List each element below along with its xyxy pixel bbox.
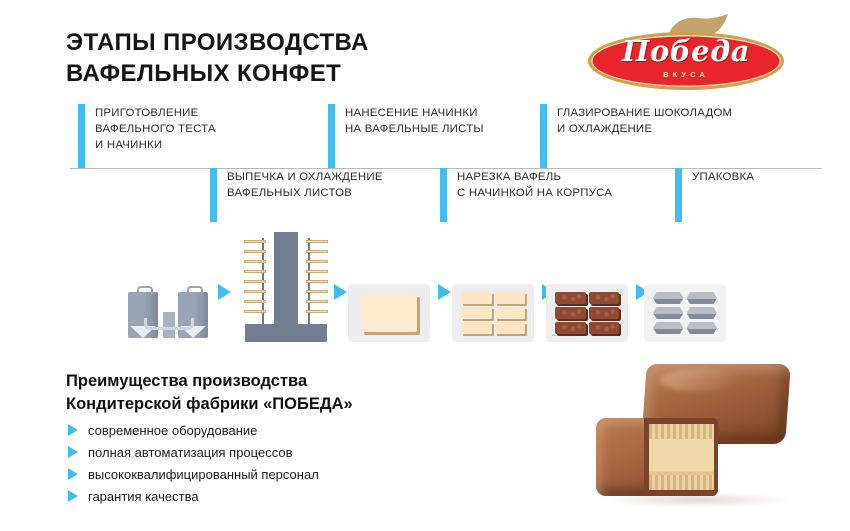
step-label: ВЫПЕЧКА И ОХЛАЖДЕНИЕ ВАФЕЛЬНЫХ ЛИСТОВ: [227, 171, 383, 200]
oven-tray: [244, 300, 266, 303]
timeline-step-filling: НАНЕСЕНИЕ НАЧИНКИ НА ВАФЕЛЬНЫЕ ЛИСТЫ: [328, 104, 558, 168]
wrapped-candy: [686, 292, 717, 304]
oven-tray: [306, 240, 328, 243]
list-item: полная автоматизация процессов: [68, 441, 319, 463]
oven-tray: [244, 260, 266, 263]
wafer-piece: [494, 322, 525, 334]
baking-oven-icon: [240, 230, 332, 342]
cut-wafer-pieces-icon: [452, 284, 534, 342]
list-item: высококвалифицированный персонал: [68, 463, 319, 485]
oven-tray: [244, 310, 266, 313]
benefits-heading: Преимущества производства Кондитерской ф…: [66, 372, 353, 413]
chocolate-candy: [555, 292, 586, 304]
bullet-triangle-icon: [68, 446, 78, 458]
benefits-list: современное оборудование полная автомати…: [68, 419, 319, 507]
benefit-text: гарантия качества: [88, 488, 199, 504]
step-label: ПРИГОТОВЛЕНИЕ ВАФЕЛЬНОГО ТЕСТА И НАЧИНКИ: [95, 107, 216, 152]
timeline-step-preparation: ПРИГОТОВЛЕНИЕ ВАФЕЛЬНОГО ТЕСТА И НАЧИНКИ: [78, 104, 318, 168]
chocolate-candy: [588, 322, 619, 334]
oven-tray: [244, 240, 266, 243]
oven-tray: [244, 280, 266, 283]
chocolate-wafer-candy-photo: [592, 356, 814, 516]
logo-wordmark: Победа: [621, 34, 751, 68]
step-accent-bar: [328, 104, 335, 168]
wafer-sheet-icon: [348, 284, 430, 342]
oven-column: [274, 232, 298, 324]
process-icon-row: [120, 222, 746, 342]
flow-arrow-3-icon: [438, 284, 451, 300]
timeline-step-baking: ВЫПЕЧКА И ОХЛАЖДЕНИЕ ВАФЕЛЬНЫХ ЛИСТОВ: [210, 168, 450, 222]
step-label: НАНЕСЕНИЕ НАЧИНКИ НА ВАФЕЛЬНЫЕ ЛИСТЫ: [345, 107, 484, 136]
tank-right: [178, 286, 208, 338]
list-item: современное оборудование: [68, 419, 319, 441]
wrapped-candy: [686, 307, 717, 319]
benefit-text: высококвалифицированный персонал: [88, 466, 319, 482]
candy-filling-layers: [649, 424, 714, 490]
oven-tray: [306, 280, 328, 283]
mixing-tanks-icon: [128, 280, 208, 342]
chocolate-glazed-candies-icon: [546, 284, 628, 342]
wafer-piece: [461, 307, 492, 319]
cut-candy-bar: [596, 418, 718, 496]
wrapped-candy: [653, 292, 684, 304]
wrapped-candy: [653, 307, 684, 319]
tank-left: [128, 286, 158, 338]
chocolate-candy: [588, 307, 619, 319]
step-accent-bar: [540, 104, 547, 168]
tank-connector: [163, 312, 175, 338]
tank-pipe: [144, 318, 194, 330]
wrapped-candy: [686, 322, 717, 334]
step-label: ГЛАЗИРОВАНИЕ ШОКОЛАДОМ И ОХЛАЖДЕНИЕ: [557, 107, 733, 136]
logo-oval: [588, 32, 784, 90]
wafer-piece: [494, 307, 525, 319]
benefit-text: полная автоматизация процессов: [88, 444, 293, 460]
flow-arrow-2-icon: [334, 284, 347, 300]
wafer-sheet: [361, 294, 417, 332]
oven-tray: [306, 310, 328, 313]
oven-tray: [306, 250, 328, 253]
oven-tray: [244, 250, 266, 253]
chocolate-candy: [555, 307, 586, 319]
brand-logo: Победа ВКУСА: [588, 14, 784, 92]
bullet-triangle-icon: [68, 424, 78, 436]
process-timeline: ПРИГОТОВЛЕНИЕ ВАФЕЛЬНОГО ТЕСТА И НАЧИНКИ…: [70, 104, 822, 222]
wafer-piece: [461, 322, 492, 334]
timeline-step-packing: УПАКОВКА: [675, 168, 825, 222]
timeline-step-glazing: ГЛАЗИРОВАНИЕ ШОКОЛАДОМ И ОХЛАЖДЕНИЕ: [540, 104, 820, 168]
oven-tray: [244, 290, 266, 293]
step-accent-bar: [210, 168, 217, 222]
timeline-step-cutting: НАРЕЗКА ВАФЕЛЬ С НАЧИНКОЙ НА КОРПУСА: [440, 168, 680, 222]
oven-tray: [306, 290, 328, 293]
list-item: гарантия качества: [68, 485, 319, 507]
wafer-piece: [494, 292, 525, 304]
chocolate-candy: [555, 322, 586, 334]
candy-cut-face: [644, 418, 718, 496]
oven-tray: [306, 260, 328, 263]
step-label: НАРЕЗКА ВАФЕЛЬ С НАЧИНКОЙ НА КОРПУСА: [457, 171, 613, 200]
benefit-text: современное оборудование: [88, 422, 258, 438]
step-label: УПАКОВКА: [692, 171, 755, 183]
bullet-triangle-icon: [68, 490, 78, 502]
oven-tray: [244, 270, 266, 273]
oven-tray: [306, 270, 328, 273]
step-accent-bar: [78, 104, 85, 168]
chocolate-candy: [588, 292, 619, 304]
wafer-piece: [461, 292, 492, 304]
logo-tagline: ВКУСА: [663, 70, 709, 79]
bullet-triangle-icon: [68, 468, 78, 480]
oven-base: [245, 324, 327, 342]
flow-arrow-1-icon: [218, 284, 231, 300]
wrapped-candies-icon: [644, 284, 726, 342]
wrapped-candy: [653, 322, 684, 334]
page-title: ЭТАПЫ ПРОИЗВОДСТВА ВАФЕЛЬНЫХ КОНФЕТ: [66, 29, 369, 87]
oven-tray: [306, 300, 328, 303]
step-accent-bar: [675, 168, 682, 222]
photo-shadow: [602, 492, 792, 508]
step-accent-bar: [440, 168, 447, 222]
